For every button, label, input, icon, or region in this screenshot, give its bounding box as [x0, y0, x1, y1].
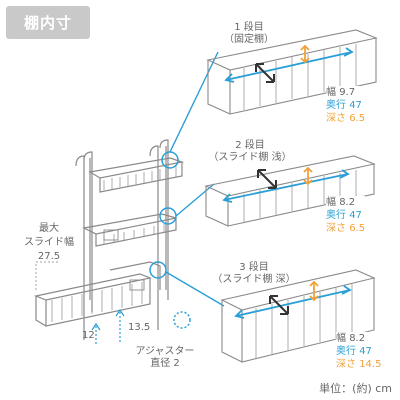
adjuster-circle — [173, 311, 191, 329]
leader-line-shelf2 — [175, 183, 215, 217]
shelf2-depth-label: 奥行 — [326, 210, 346, 221]
rack-bottom-handle — [129, 279, 145, 291]
shelf2-height-value: 6.5 — [349, 223, 366, 234]
shelf1-height-value: 6.5 — [349, 113, 366, 124]
section-title-badge: 棚内寸 — [6, 6, 90, 39]
shelf3-height-arrow — [309, 280, 319, 302]
shelf1-height-label: 深さ — [326, 113, 346, 124]
shelf1-depth-arrow — [255, 63, 275, 83]
shelf3-width-value: 8.2 — [349, 333, 366, 344]
rack-illustration — [33, 139, 185, 340]
shelf2-type: （スライド棚 浅） — [208, 152, 292, 163]
shelf2-illustration — [204, 155, 376, 227]
slide-width-value: 27.5 — [37, 251, 61, 262]
shelf3-depth-arrow — [269, 295, 289, 315]
slide-width-line1: 最大 — [39, 223, 59, 234]
shelf1-depth-label: 奥行 — [326, 100, 346, 111]
section-title: 棚内寸 — [23, 14, 72, 32]
shelf3-dimensions: 幅 8.2 奥行 47 深さ 14.5 — [336, 332, 382, 371]
shelf1-dimensions: 幅 9.7 奥行 47 深さ 6.5 — [326, 86, 366, 125]
shelf1-depth-value: 47 — [349, 100, 362, 111]
shelf1-width-value: 9.7 — [339, 87, 356, 98]
rack-back-right-upright — [159, 139, 169, 290]
slide-width-dimension — [35, 261, 60, 290]
rack-bottom-shelf — [33, 273, 153, 301]
slide-width-label: 最大 スライド幅 27.5 — [20, 222, 78, 264]
shelf3-hotspot-circle — [149, 261, 167, 279]
measure-12-label: 12 — [82, 330, 95, 341]
shelf3-height-value: 14.5 — [359, 359, 382, 370]
shelf3-level: 3 段目 — [239, 262, 269, 273]
shelf1-level: 1 段目 — [234, 22, 264, 33]
shelf2-dimensions: 幅 8.2 奥行 47 深さ 6.5 — [326, 196, 366, 235]
measure-13-5-marker — [115, 308, 125, 344]
adjuster-line1: アジャスター — [135, 346, 195, 357]
adjuster-line2: 直径 2 — [150, 358, 180, 369]
shelf2-width-label: 幅 — [326, 197, 336, 208]
shelf2-depth-arrow — [257, 169, 277, 189]
shelf3-width-label: 幅 — [336, 333, 346, 344]
shelf3-depth-label: 奥行 — [336, 346, 356, 357]
shelf2-width-value: 8.2 — [339, 197, 356, 208]
leader-line-shelf3 — [165, 271, 225, 307]
rack-legs — [83, 290, 169, 340]
shelf3-depth-value: 47 — [359, 346, 372, 357]
shelf2-height-label: 深さ — [326, 223, 346, 234]
measure-13-5-label: 13.5 — [128, 322, 151, 333]
rack-front-left-upright — [75, 155, 85, 330]
shelf2-height-arrow — [303, 166, 313, 186]
shelf1-width-label: 幅 — [326, 87, 336, 98]
shelf2-depth-value: 47 — [349, 210, 362, 221]
slide-width-line2: スライド幅 — [24, 237, 74, 248]
shelf2-width-arrow — [223, 173, 349, 201]
shelf3-width-arrow — [235, 289, 351, 317]
rack-front-right-upright — [149, 145, 159, 318]
leader-line-shelf1 — [169, 51, 219, 153]
unit-label: 単位：(約) cm — [319, 382, 392, 395]
shelf2-level: 2 段目 — [235, 140, 265, 151]
measure-12-marker — [91, 322, 101, 346]
rack-back-left-upright — [83, 151, 93, 300]
rack-middle-handle — [103, 229, 119, 241]
rack-middle-shelf — [82, 213, 177, 235]
shelf1-width-arrow — [225, 51, 353, 81]
shelf1-illustration — [206, 29, 378, 115]
shelf3-heading: 3 段目 （スライド棚 深） — [200, 262, 308, 286]
shelf3-type: （スライド棚 深） — [212, 274, 296, 285]
shelf3-height-label: 深さ — [336, 359, 356, 370]
shelf1-height-arrow — [300, 44, 310, 64]
shelf1-type: （固定棚） — [224, 34, 274, 45]
adjuster-label: アジャスター 直径 2 — [130, 346, 200, 370]
shelf3-illustration — [220, 269, 376, 363]
shelf2-heading: 2 段目 （スライド棚 浅） — [196, 140, 304, 164]
shelf1-heading: 1 段目 （固定棚） — [214, 22, 284, 46]
